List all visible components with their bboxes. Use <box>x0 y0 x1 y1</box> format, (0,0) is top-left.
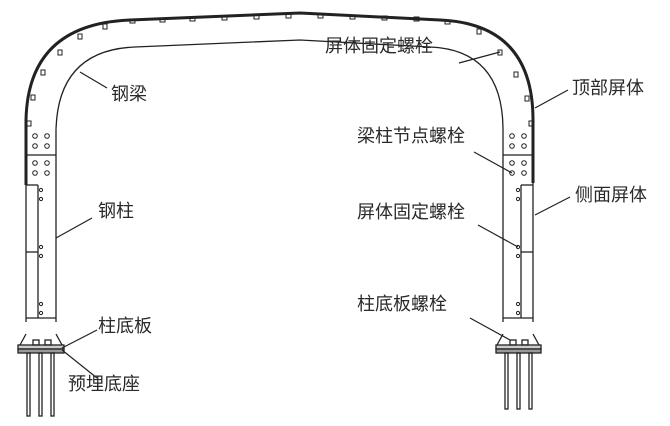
label-embedded-base: 预埋底座 <box>68 374 140 395</box>
right-base <box>495 333 542 410</box>
joint-bolts <box>32 133 527 176</box>
label-screen-fixing-bolt-top: 屏体固定螺栓 <box>325 36 433 57</box>
label-top-screen: 顶部屏体 <box>572 78 644 99</box>
left-base <box>17 333 65 417</box>
label-side-screen: 侧面屏体 <box>575 185 647 206</box>
screen-bolts <box>38 187 521 316</box>
steel-beam-inner <box>55 39 504 322</box>
top-screen-clips <box>26 13 534 127</box>
label-steel-column: 钢柱 <box>98 201 134 222</box>
label-column-base-plate: 柱底板 <box>98 316 152 337</box>
label-beam-column-joint-bolt: 梁柱节点螺栓 <box>357 126 465 147</box>
label-screen-fixing-bolt-side: 屏体固定螺栓 <box>357 202 465 223</box>
label-steel-beam: 钢梁 <box>111 84 147 105</box>
leader-lines <box>55 51 571 379</box>
label-column-base-plate-bolt: 柱底板螺栓 <box>357 294 447 315</box>
top-screen <box>24 11 535 185</box>
